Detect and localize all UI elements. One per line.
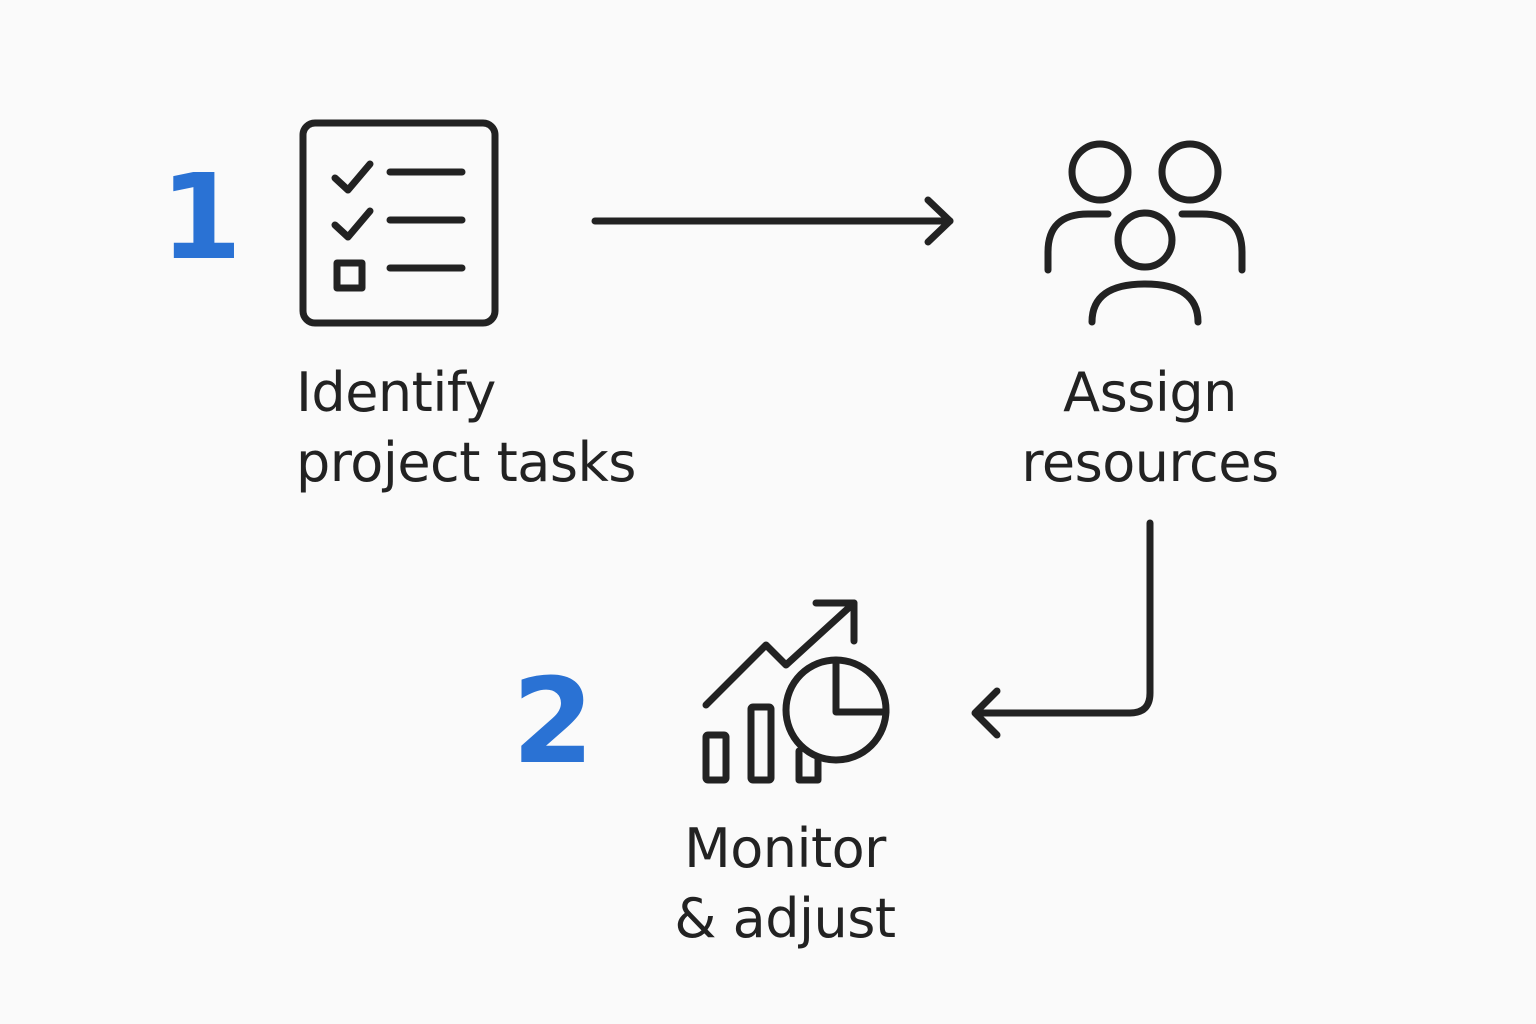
step-label-line: Identify bbox=[296, 361, 496, 424]
step-number-2: 2 bbox=[512, 652, 595, 790]
step-label-line: resources bbox=[1021, 431, 1279, 494]
step-label-1: Identify project tasks bbox=[296, 358, 636, 498]
step-label-line: Assign bbox=[1063, 361, 1237, 424]
step-label-2: Assign resources bbox=[1000, 358, 1300, 498]
people-icon bbox=[1044, 140, 1246, 326]
step-label-line: project tasks bbox=[296, 431, 636, 494]
step-number-1: 1 bbox=[160, 148, 243, 286]
arrow-down-left bbox=[971, 519, 1154, 739]
step-label-3: Monitor & adjust bbox=[640, 814, 930, 954]
checklist-icon bbox=[299, 119, 499, 327]
chart-icon bbox=[702, 599, 890, 784]
step-label-line: Monitor bbox=[684, 817, 886, 880]
step-label-line: & adjust bbox=[674, 887, 896, 950]
arrow-right bbox=[591, 196, 954, 246]
